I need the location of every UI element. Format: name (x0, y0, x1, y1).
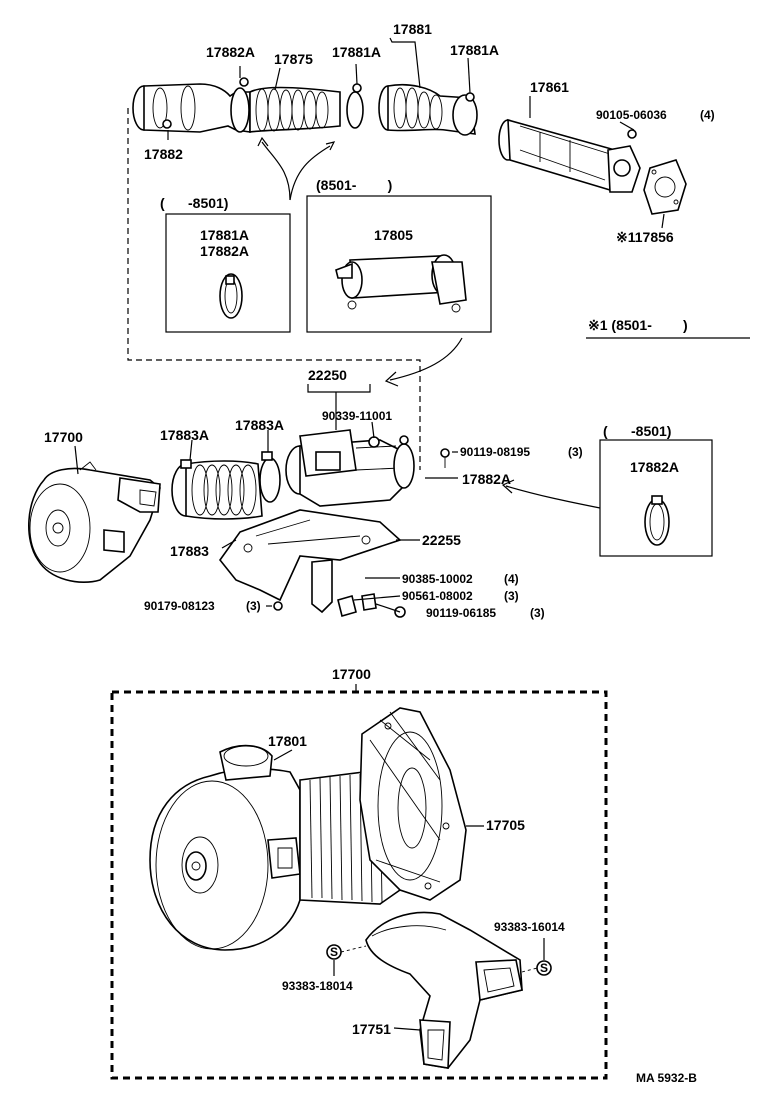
label-17881: 17881 (393, 21, 432, 37)
air-cleaner-case-17801 (149, 744, 301, 951)
hose-17883 (171, 451, 281, 520)
bracket-22255 (218, 509, 402, 614)
drawing-code: MA 5932-B (636, 1071, 697, 1085)
intake-hose-17875 (132, 77, 364, 133)
label-90385-qty: (4) (504, 572, 519, 586)
leaders-bottom (273, 749, 545, 1031)
box3-line1: 17882A (630, 459, 679, 475)
label-17700-top: 17700 (44, 429, 83, 445)
label-17881A-b: 17881A (450, 42, 499, 58)
leaders-middle (74, 384, 458, 613)
label-17751: 17751 (352, 1021, 391, 1037)
label-90385-10002: 90385-10002 (402, 572, 473, 586)
s-mark-b: S (540, 961, 548, 975)
dashed-boundary-left (127, 108, 421, 470)
box2-range: (8501- ) (316, 177, 392, 193)
label-17881A-a: 17881A (332, 44, 381, 60)
label-17883A-b: 17883A (235, 417, 284, 433)
label-17883A-a: 17883A (160, 427, 209, 443)
label-90561-qty: (3) (504, 589, 519, 603)
label-17801: 17801 (268, 733, 307, 749)
air-flow-meter-22250 (285, 429, 415, 507)
assembly-17700-boundary (110, 690, 608, 1080)
label-17882A-top: 17882A (206, 44, 255, 60)
label-22255: 22255 (422, 532, 461, 548)
label-90339-11001: 90339-11001 (322, 409, 392, 423)
label-117856: ※117856 (616, 229, 674, 245)
label-93383-16014: 93383-16014 (494, 920, 565, 934)
label-93383-18014: 93383-18014 (282, 979, 353, 993)
label-17883: 17883 (170, 543, 209, 559)
gasket-117856 (643, 159, 687, 215)
box1-range: ( -8501) (160, 195, 228, 211)
label-17882: 17882 (144, 146, 183, 162)
air-cleaner-17700-small (28, 461, 161, 583)
arrow-box3 (501, 479, 601, 509)
label-17700-bottom: 17700 (332, 666, 371, 682)
labels: 17881 17882A 17875 17881A 17881A 17882 1… (44, 21, 715, 1085)
label-90105-qty: (4) (700, 108, 715, 122)
box3-range: ( -8501) (603, 423, 671, 439)
box-8501-new-connector (306, 195, 492, 333)
label-22250: 22250 (308, 367, 347, 383)
label-17882A-mid: 17882A (462, 471, 511, 487)
screw-marks (326, 944, 552, 976)
air-connector-17861 (498, 118, 641, 193)
intake-duct-17751 (365, 911, 523, 1069)
box1-line1: 17881A (200, 227, 249, 243)
label-90119-06185-qty: (3) (530, 606, 545, 620)
box-8501-old-clamps (165, 213, 291, 333)
label-90179-qty: (3) (246, 599, 261, 613)
label-90119-06185: 90119-06185 (426, 606, 496, 620)
leaders-top (167, 37, 665, 229)
cap-17705 (359, 707, 467, 901)
box1-line2: 17882A (200, 243, 249, 259)
label-17705: 17705 (486, 817, 525, 833)
arrow-box2 (384, 337, 463, 387)
label-17861: 17861 (530, 79, 569, 95)
box-8501-old-clamp-right (599, 439, 713, 557)
s-mark-a: S (330, 945, 338, 959)
label-90105-06036: 90105-06036 (596, 108, 667, 122)
label-90119-08195-qty: (3) (568, 445, 583, 459)
label-90561-08002: 90561-08002 (402, 589, 473, 603)
label-90119-08195: 90119-08195 (460, 445, 530, 459)
box2-line1: 17805 (374, 227, 413, 243)
arrows-box1 (257, 136, 336, 201)
note-1: ※1 (8501- ) (588, 317, 688, 333)
label-90179-08123: 90179-08123 (144, 599, 215, 613)
label-17875: 17875 (274, 51, 313, 67)
intake-hose-17881 (378, 83, 478, 136)
